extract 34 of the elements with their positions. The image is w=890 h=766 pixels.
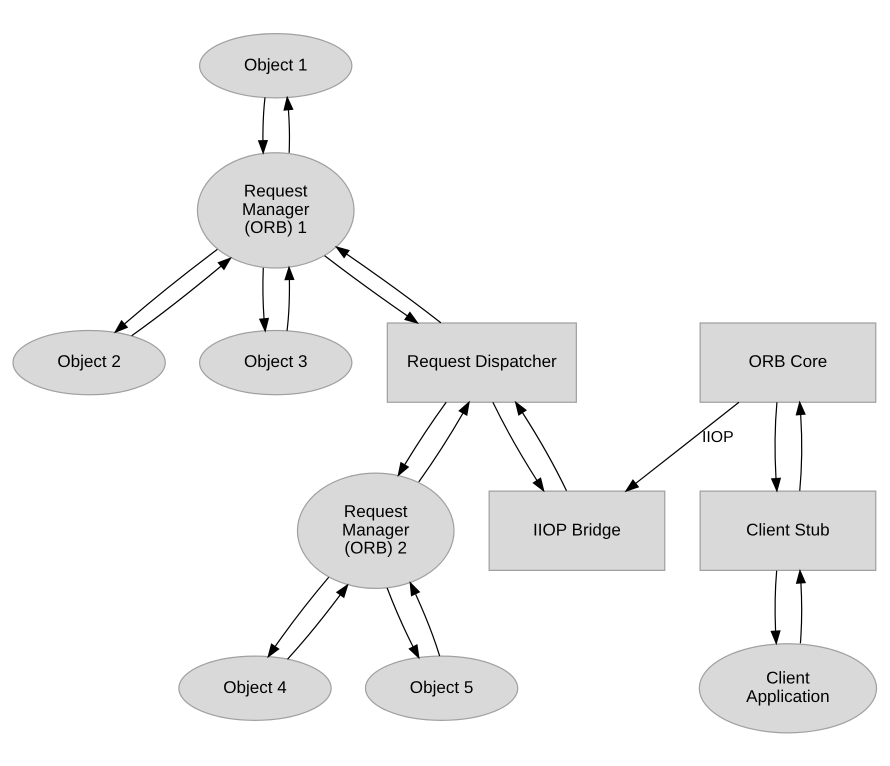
node-ellipse: Object 4: [178, 655, 332, 720]
node-ellipse: Object 5: [364, 655, 518, 720]
arrow: [796, 400, 806, 490]
edge-label: IIOP: [702, 428, 734, 446]
arrow: [770, 570, 781, 645]
arrow: [492, 402, 545, 492]
arrow: [409, 580, 440, 656]
node-ellipse: Request Manager (ORB) 1: [196, 152, 355, 268]
arrow: [258, 96, 268, 154]
node-box: ORB Core: [700, 322, 876, 402]
arrow: [114, 248, 218, 333]
arrow: [324, 254, 420, 324]
arrow: [418, 400, 470, 482]
arrow: [283, 95, 294, 152]
arrow: [334, 246, 442, 323]
arrow: [287, 582, 349, 660]
node-box: Client Stub: [700, 490, 876, 571]
arrow: [267, 576, 330, 658]
node-box: Request Dispatcher: [386, 322, 577, 402]
node-ellipse: Object 3: [198, 329, 352, 395]
arrow: [624, 401, 740, 492]
arrow: [258, 267, 270, 332]
arrow: [796, 568, 806, 643]
node-box: IIOP Bridge: [488, 490, 666, 571]
arrow: [386, 587, 420, 659]
node-ellipse: Client Application: [698, 642, 878, 733]
node-ellipse: Object 1: [198, 32, 352, 98]
node-ellipse: Request Manager (ORB) 2: [296, 472, 455, 588]
arrow: [131, 256, 232, 336]
arrow: [514, 400, 568, 491]
arrow: [284, 265, 295, 330]
arrow: [770, 402, 782, 492]
node-ellipse: Object 2: [12, 329, 166, 395]
arrow: [397, 401, 447, 476]
